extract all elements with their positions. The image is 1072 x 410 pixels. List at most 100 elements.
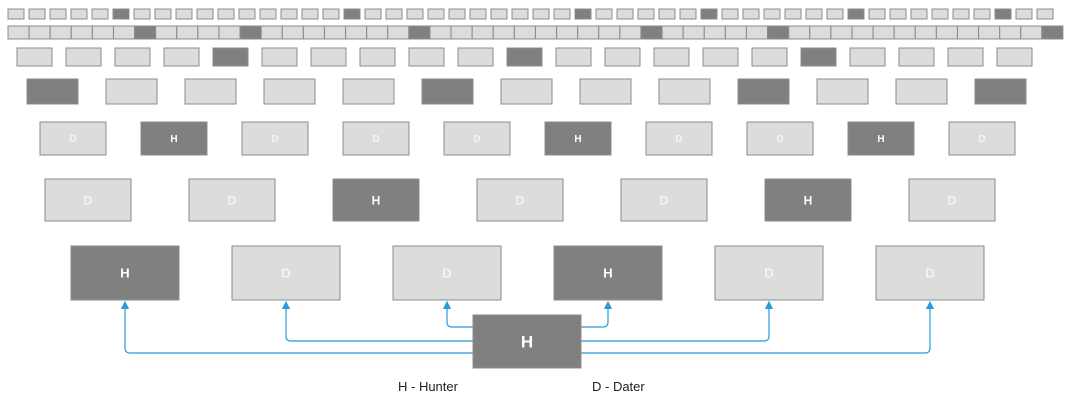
hunter-letter: H: [170, 134, 177, 145]
dater-box: [908, 178, 996, 222]
dater-box: [830, 25, 853, 40]
dater-box: [471, 25, 494, 40]
connector-arrow: [120, 300, 473, 354]
dater-letter: D: [473, 134, 480, 145]
dater-box: [387, 25, 410, 40]
hunter-box: [764, 178, 852, 222]
dater-box: [324, 25, 346, 40]
dater-box: [849, 47, 886, 67]
dater-box: [70, 8, 88, 20]
dater-box: [155, 25, 178, 40]
dater-box: [91, 25, 114, 40]
dater-box: [999, 25, 1022, 40]
hunter-box: [239, 25, 262, 40]
dater-box: [658, 78, 711, 105]
hunter-box: [800, 47, 837, 67]
center-layer: H: [472, 314, 582, 369]
dater-box: [154, 8, 172, 20]
dater-box: [895, 78, 948, 105]
center-hunter-letter: H: [521, 333, 533, 352]
dater-letter: D: [978, 134, 985, 145]
hunter-box: [343, 8, 361, 20]
dater-box: [1020, 25, 1043, 40]
row-3: [16, 47, 1033, 67]
dater-box: [702, 47, 739, 67]
hunter-letter: H: [372, 193, 381, 207]
row-4: [26, 78, 1027, 105]
dater-letter: D: [675, 134, 682, 145]
dater-box: [535, 25, 557, 40]
dater-box: [476, 178, 564, 222]
dater-box: [616, 8, 634, 20]
hunter-box: [737, 78, 790, 105]
dater-box: [28, 8, 46, 20]
dater-box: [429, 25, 452, 40]
dater-box: [448, 8, 466, 20]
dater-box: [49, 25, 72, 40]
dater-letter: D: [228, 193, 237, 207]
dater-box: [105, 78, 158, 105]
dater-box: [310, 47, 347, 67]
dater-box: [188, 178, 276, 222]
dater-box: [948, 121, 1016, 156]
dater-box: [261, 47, 298, 67]
dater-box: [816, 78, 869, 105]
dater-box: [1036, 8, 1054, 20]
dater-box: [724, 25, 747, 40]
dater-box: [579, 78, 632, 105]
dater-box: [345, 25, 368, 40]
dater-box: [342, 78, 395, 105]
hunter-box: [553, 245, 663, 301]
dater-box: [914, 25, 937, 40]
dater-box: [70, 25, 93, 40]
dater-box: [746, 25, 768, 40]
dater-box: [513, 25, 536, 40]
hunter-box: [1041, 25, 1064, 40]
hunter-box: [974, 78, 1027, 105]
dater-box: [947, 47, 984, 67]
dater-box: [556, 25, 579, 40]
hunter-box: [847, 121, 915, 156]
dater-box: [280, 8, 298, 20]
dater-box: [763, 8, 781, 20]
dater-letter: D: [442, 266, 451, 281]
dater-box: [175, 8, 193, 20]
dater-box: [682, 25, 705, 40]
dater-box: [898, 47, 935, 67]
dater-box: [184, 78, 237, 105]
connector-arrow: [281, 300, 473, 342]
dater-box: [784, 8, 802, 20]
dater-box: [490, 8, 508, 20]
hunter-letter: H: [804, 193, 813, 207]
dater-box: [973, 8, 991, 20]
hunter-box: [574, 8, 592, 20]
dater-box: [65, 47, 102, 67]
hunter-box: [70, 245, 180, 301]
dater-box: [114, 47, 151, 67]
dater-box: [133, 8, 151, 20]
dater-box: [868, 8, 886, 20]
dater-box: [751, 47, 788, 67]
hunter-box: [112, 8, 130, 20]
dater-box: [746, 121, 814, 156]
dater-box: [714, 245, 824, 301]
center-hunter-box: [472, 314, 582, 369]
dater-box: [443, 121, 511, 156]
dater-box: [39, 121, 107, 156]
hunter-box: [544, 121, 612, 156]
dater-box: [645, 121, 713, 156]
dater-box: [893, 25, 916, 40]
dater-box: [679, 8, 697, 20]
dater-box: [364, 8, 382, 20]
hunter-box: [332, 178, 420, 222]
hunter-box: [506, 47, 543, 67]
dater-box: [263, 78, 316, 105]
dater-box: [450, 25, 473, 40]
hunter-box: [994, 8, 1012, 20]
row-2: [7, 25, 1064, 40]
hunter-box: [421, 78, 474, 105]
dater-box: [661, 25, 684, 40]
